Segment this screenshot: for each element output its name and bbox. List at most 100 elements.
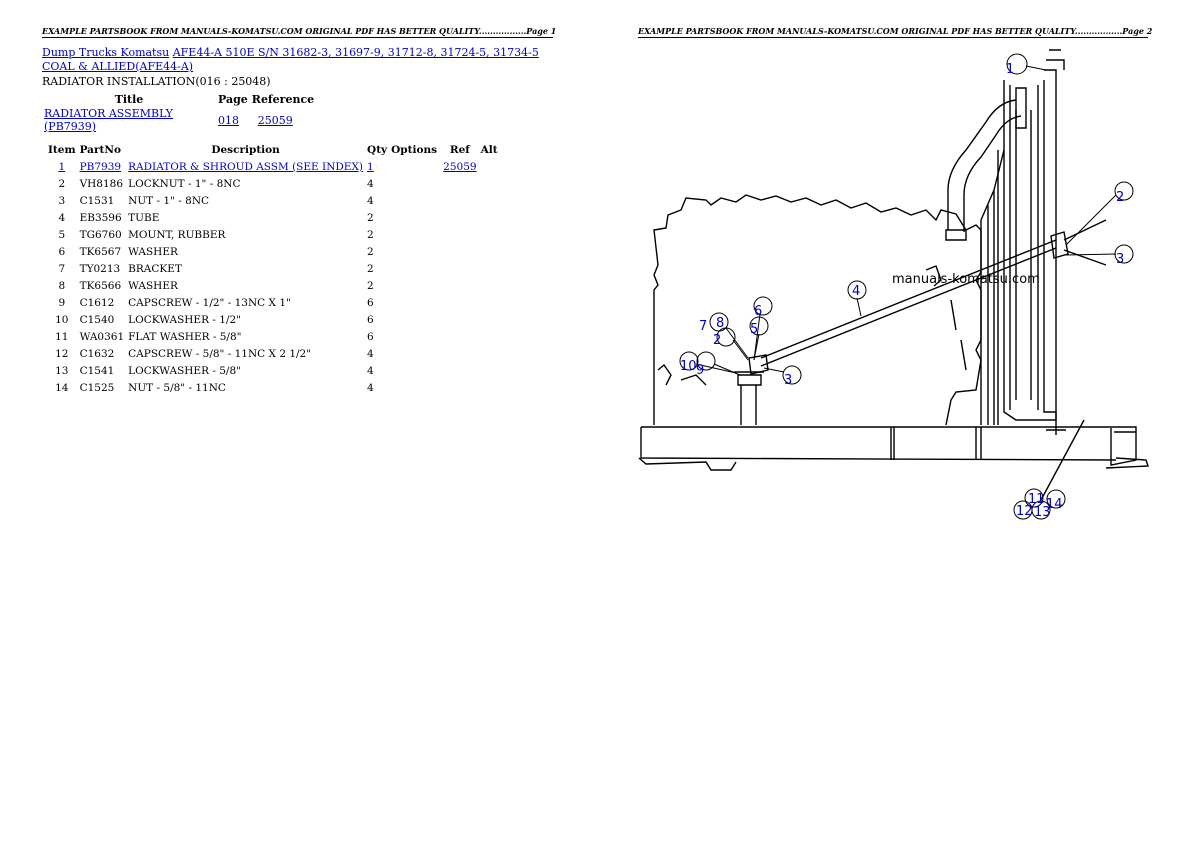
cell-partno-text: TY0213 — [79, 262, 121, 275]
cell-qty-text: 4 — [367, 177, 374, 190]
cell-options — [389, 362, 441, 379]
callout-2[interactable]: 2 — [1116, 190, 1124, 205]
callout-1[interactable]: 1 — [1006, 62, 1014, 77]
cell-qty-text: 2 — [367, 228, 374, 241]
cell-ref — [441, 192, 478, 209]
callout-5[interactable]: 5 — [750, 322, 758, 337]
cell-qty: 2 — [365, 260, 389, 277]
cell-item: 14 — [46, 379, 78, 396]
col-partno: PartNo — [79, 143, 121, 156]
ref-page-link[interactable]: 018 — [218, 113, 239, 127]
cell-qty: 4 — [365, 345, 389, 362]
cell-partno: C1632 — [78, 345, 127, 362]
callout-6[interactable]: 6 — [754, 304, 762, 319]
cell-description: FLAT WASHER - 5/8" — [126, 328, 365, 345]
cell-description-text: CAPSCREW - 5/8" - 11NC X 2 1/2" — [128, 347, 312, 360]
cell-description: NUT - 1" - 8NC — [126, 192, 365, 209]
ref-title-link[interactable]: RADIATOR ASSEMBLY (PB7939) — [44, 107, 173, 133]
cell-item-text: 2 — [58, 177, 66, 190]
callout-14[interactable]: 14 — [1046, 497, 1063, 512]
callout-12[interactable]: 12 — [1016, 504, 1033, 519]
cell-partno-text: C1525 — [79, 381, 115, 394]
cell-ref — [441, 243, 478, 260]
callout-3[interactable]: 3 — [1116, 252, 1124, 267]
breadcrumb-root-link[interactable]: Dump Trucks Komatsu — [42, 46, 170, 59]
cell-qty: 4 — [365, 192, 389, 209]
cell-description: WASHER — [126, 277, 365, 294]
cell-partno: TG6760 — [78, 226, 127, 243]
cell-description-text: BRACKET — [128, 262, 182, 275]
cell-qty-link[interactable]: 1 — [367, 160, 374, 173]
cell-item-text: 10 — [55, 313, 69, 326]
cell-partno: C1525 — [78, 379, 127, 396]
cell-qty-text: 4 — [367, 347, 374, 360]
cell-item-text: 9 — [58, 296, 66, 309]
cell-description: LOCKWASHER - 1/2" — [126, 311, 365, 328]
cell-description-text: LOCKNUT - 1" - 8NC — [128, 177, 241, 190]
cell-description-link[interactable]: RADIATOR & SHROUD ASSM (SEE INDEX) — [128, 160, 364, 173]
callout-11[interactable]: 11 — [1028, 492, 1045, 507]
callout-3b[interactable]: 3 — [784, 373, 792, 388]
col-description: Description — [211, 143, 280, 156]
cell-partno-text: TK6567 — [79, 245, 122, 258]
cell-ref — [441, 260, 478, 277]
cell-ref: 25059 — [441, 158, 478, 175]
breadcrumb-model-link[interactable]: AFE44-A 510E S/N 31682-3, 31697-9, 31712… — [42, 46, 539, 73]
cell-ref — [441, 175, 478, 192]
cell-ref — [441, 294, 478, 311]
cell-ref — [441, 311, 478, 328]
cell-ref — [441, 379, 478, 396]
breadcrumb: Dump Trucks Komatsu AFE44-A 510E S/N 316… — [42, 46, 562, 74]
cell-partno: C1531 — [78, 192, 127, 209]
callout-10[interactable]: 10 — [680, 359, 697, 374]
cell-alt — [479, 226, 500, 243]
cell-qty-text: 2 — [367, 262, 374, 275]
cell-ref — [441, 209, 478, 226]
cell-partno: TK6566 — [78, 277, 127, 294]
cell-qty: 2 — [365, 243, 389, 260]
col-ref: Ref — [449, 143, 470, 156]
cell-qty: 4 — [365, 175, 389, 192]
watermark-text: manuals-komatsu.com — [892, 272, 1040, 287]
cell-ref — [441, 328, 478, 345]
cell-item-link[interactable]: 1 — [58, 160, 66, 173]
callout-13[interactable]: 13 — [1034, 505, 1051, 520]
cell-qty-text: 4 — [367, 194, 374, 207]
cell-partno: C1612 — [78, 294, 127, 311]
callout-8[interactable]: 8 — [716, 316, 724, 331]
cell-description-text: NUT - 1" - 8NC — [128, 194, 210, 207]
callout-9[interactable]: 9 — [696, 363, 704, 378]
cell-qty-text: 2 — [367, 211, 374, 224]
cell-alt — [479, 311, 500, 328]
cell-description: MOUNT, RUBBER — [126, 226, 365, 243]
callout-4[interactable]: 4 — [852, 284, 860, 299]
cell-item: 4 — [46, 209, 78, 226]
cell-item: 10 — [46, 311, 78, 328]
reference-table: Title Page Reference RADIATOR ASSEMBLY (… — [42, 91, 316, 134]
table-row: 1 PB7939 RADIATOR & SHROUD ASSM (SEE INDEX… — [46, 158, 500, 175]
cell-partno: TK6567 — [78, 243, 127, 260]
cell-partno-text: C1541 — [79, 364, 115, 377]
cell-qty: 4 — [365, 362, 389, 379]
callout-2b[interactable]: 2 — [713, 333, 721, 348]
cell-qty: 2 — [365, 226, 389, 243]
cell-description: WASHER — [126, 243, 365, 260]
cell-item: 11 — [46, 328, 78, 345]
cell-partno-text: TG6760 — [79, 228, 122, 241]
cell-partno-text: C1612 — [79, 296, 115, 309]
ref-reference-link[interactable]: 25059 — [257, 113, 293, 127]
cell-item: 6 — [46, 243, 78, 260]
cell-qty: 6 — [365, 328, 389, 345]
cell-alt — [479, 345, 500, 362]
cell-qty: 6 — [365, 294, 389, 311]
cell-partno-link[interactable]: PB7939 — [79, 160, 122, 173]
cell-qty-text: 4 — [367, 381, 374, 394]
callout-7[interactable]: 7 — [699, 319, 707, 334]
cell-ref-link[interactable]: 25059 — [443, 160, 477, 173]
